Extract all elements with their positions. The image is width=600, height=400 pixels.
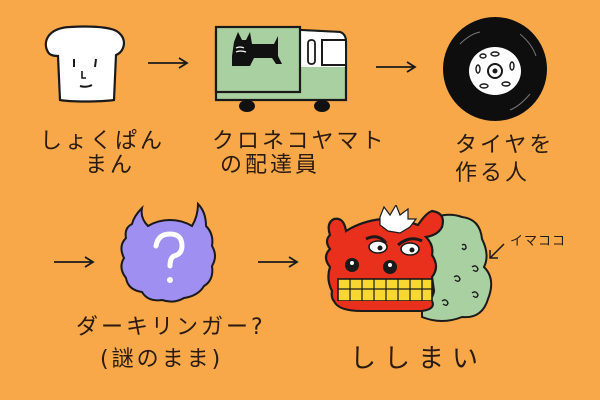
truck-label-line2: の配達員 (220, 153, 321, 178)
bread-label-line2: まん (85, 153, 136, 178)
arrow-right-icon (376, 61, 417, 73)
arrow-pointer-icon (489, 243, 505, 259)
truck-label-line1: クロネコヤマト (212, 129, 387, 154)
delivery-truck-icon (214, 25, 348, 112)
shishimai-label: ししまい (350, 344, 487, 374)
arrow-right-icon (258, 256, 299, 268)
tire-label-line2: 作る人 (455, 161, 531, 186)
shishimai-icon (324, 205, 493, 322)
bread-label-line1: しょくぱん (40, 129, 166, 154)
mystery-label-line2: (謎のまま) (100, 347, 224, 372)
mystery-label-line1: ダーキリンガー? (76, 315, 266, 340)
bread-face-icon (44, 25, 125, 103)
mystery-blob-icon (120, 201, 216, 303)
arrow-right-icon (54, 256, 95, 268)
annotation-here-now: イマココ (510, 234, 567, 249)
tire-icon (443, 17, 547, 121)
arrow-right-icon (148, 57, 189, 69)
tire-label-line1: タイヤを (455, 133, 555, 158)
